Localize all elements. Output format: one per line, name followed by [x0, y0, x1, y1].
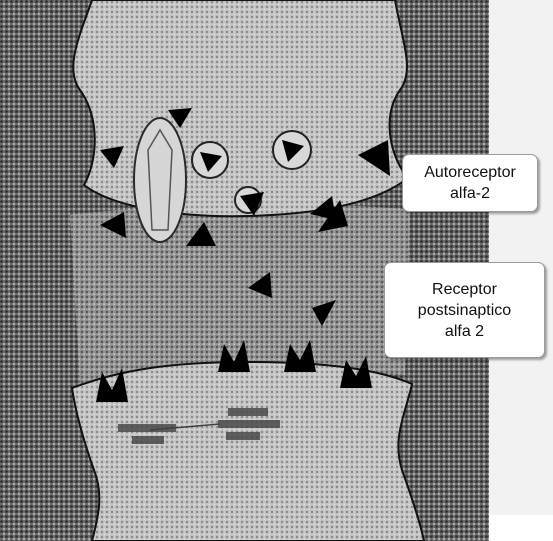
postsynaptic-receptor-callout: Receptor postsinaptico alfa 2: [384, 262, 545, 358]
postsynaptic-label-line2: postsinaptico: [385, 300, 544, 321]
presynaptic-terminal: [73, 0, 408, 216]
autoreceptor-label-line1: Autoreceptor: [403, 162, 537, 183]
postsynaptic-label-line1: Receptor: [385, 279, 544, 300]
autoreceptor-label-line2: alfa-2: [403, 183, 537, 204]
autoreceptor-callout: Autoreceptor alfa-2: [402, 154, 538, 212]
vesicle-large: [134, 118, 186, 242]
right-margin-panel: [489, 0, 553, 515]
postsynaptic-label-line3: alfa 2: [385, 321, 544, 342]
bottom-margin-panel: [489, 515, 553, 541]
